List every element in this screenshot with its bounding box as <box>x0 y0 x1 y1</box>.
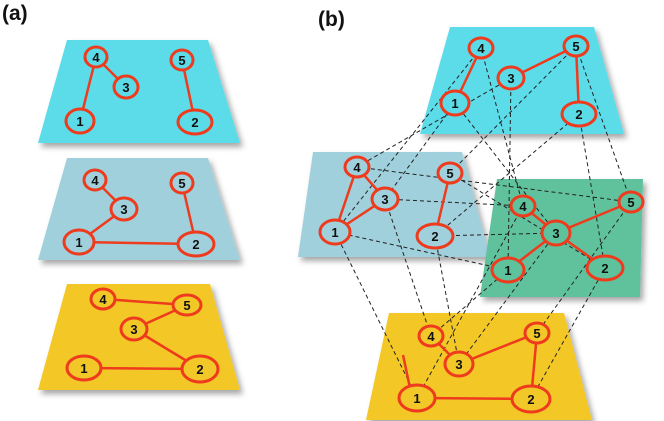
a-layer-3-node-4 <box>89 287 117 311</box>
panel-a-label: (a) <box>2 2 28 25</box>
b-interlayer-link <box>480 47 524 207</box>
b-interlayer-link <box>449 45 577 174</box>
b-layer-2-node-3 <box>370 186 400 212</box>
b-interlayer-link <box>578 113 606 269</box>
b-layer-1-node-label: 1 <box>451 96 458 111</box>
b-layer-1-node-1 <box>439 89 471 117</box>
b-interlayer-link <box>434 235 460 365</box>
b-layer-4-node-2 <box>510 384 552 414</box>
b-layer-2-node-4 <box>343 155 371 179</box>
b-layer-2-node-5 <box>436 161 464 185</box>
a-layer-2-node-4 <box>82 168 108 192</box>
a-layer-3-node-1 <box>65 354 103 382</box>
b-layer-1-node-3 <box>496 65 526 91</box>
b-layer-4-node-label: 3 <box>455 357 462 372</box>
a-layer-1-node-label: 2 <box>191 115 198 130</box>
a-layer-1-node-4 <box>83 45 109 69</box>
a-layer-2-node-2 <box>176 230 216 258</box>
a-layer-1-node-label: 5 <box>178 53 185 68</box>
b-interlayer-link <box>434 232 557 237</box>
panel-b-label: (b) <box>318 8 345 31</box>
b-layer-2-node-label: 3 <box>381 192 388 207</box>
b-layer-1-node-4 <box>467 36 495 60</box>
b-interlayer-link <box>449 172 606 269</box>
nodes-group: 1 2 3 4 5 1 2 3 4 5 1 2 3 4 5 1 2 3 4 5 1 2 3 4 5 1 2 3 4 5 1 2 3 4 5 <box>62 34 645 414</box>
b-layer-3-node-label: 3 <box>552 226 559 241</box>
b-interlayer-link <box>334 231 418 399</box>
b-layer-4-node-3 <box>443 350 475 378</box>
b-interlayer-link <box>384 102 456 200</box>
b-layer-1-node-label: 3 <box>507 71 514 86</box>
b-layer-4-node-label: 5 <box>533 326 540 341</box>
a-layer-3-node-label: 5 <box>183 298 190 313</box>
a-layer-2-node-1 <box>62 228 96 256</box>
a-layer-3-node-3 <box>119 316 149 342</box>
b-layer-3-node-4 <box>509 194 537 218</box>
a-layer-2-node-label: 2 <box>192 237 199 252</box>
a-layer-3-node-label: 1 <box>80 361 87 376</box>
b-layer-3-node-1 <box>490 256 526 284</box>
b-layer-2-node-label: 4 <box>353 160 361 175</box>
a-layer-1-node-3 <box>112 74 140 100</box>
a-layer-2-node-3 <box>109 196 139 222</box>
b-layer-4-node-1 <box>397 383 437 413</box>
a-layer-1-node-label: 3 <box>122 80 129 95</box>
a-layer-3-node-label: 4 <box>99 292 107 307</box>
b-interlayer-link <box>384 198 524 207</box>
b-layer-1-node-label: 5 <box>572 39 579 54</box>
b-layer-3-node-label: 4 <box>519 199 527 214</box>
a-layer-2-node-label: 4 <box>91 173 99 188</box>
a-layer-1-node-label: 1 <box>76 114 83 129</box>
b-layer-1-node-5 <box>562 34 590 58</box>
a-layer-2-edge-1-2 <box>78 240 197 246</box>
a-layer-3-node-5 <box>171 293 203 317</box>
b-layer-1-node-label: 2 <box>575 107 582 122</box>
b-layer-4-node-label: 4 <box>427 329 435 344</box>
b-interlayer-link <box>356 77 512 168</box>
b-interlayer-link <box>536 201 632 334</box>
b-layer-3-node-label: 2 <box>601 261 608 276</box>
a-layer-3-node-label: 3 <box>130 322 137 337</box>
b-layer-2-node-1 <box>318 218 352 246</box>
b-layer-3-node-5 <box>617 190 645 214</box>
a-layer-2-node-label: 5 <box>178 176 185 191</box>
b-layer-2-node-label: 2 <box>431 229 438 244</box>
a-layer-2-node-5 <box>169 171 195 195</box>
b-layer-2-node-label: 1 <box>331 225 338 240</box>
a-layer-1-node-5 <box>169 48 195 72</box>
b-layer-4-node-label: 1 <box>413 391 420 406</box>
b-layer-1-node-2 <box>560 100 598 128</box>
b-layer-3-node-label: 5 <box>627 195 634 210</box>
a-layer-3-node-2 <box>180 354 220 384</box>
b-layer-4-stub-edge <box>401 354 412 389</box>
b-interlayer-link <box>416 205 524 399</box>
b-layer-4-node-5 <box>523 321 551 345</box>
a-layer-2-node-label: 1 <box>75 235 82 250</box>
b-interlayer-link <box>334 231 509 271</box>
b-layer-3-node-label: 1 <box>504 263 511 278</box>
a-layer-1-node-1 <box>64 107 96 135</box>
b-interlayer-link <box>434 113 580 237</box>
b-interlayer-link <box>384 198 432 337</box>
a-layer-2-node-label: 3 <box>120 202 127 217</box>
b-interlayer-link <box>458 232 557 365</box>
a-layer-3-node-label: 2 <box>196 362 203 377</box>
interlayer-links-group <box>334 45 632 400</box>
b-interlayer-link <box>430 269 509 337</box>
b-layer-2-node-2 <box>415 222 455 250</box>
a-layer-1-node-label: 4 <box>92 50 100 65</box>
b-layer-3-node-3 <box>540 219 572 247</box>
b-layer-4-node-4 <box>417 324 445 348</box>
a-layer-1-node-2 <box>176 108 214 136</box>
b-layer-4-node-label: 2 <box>527 392 534 407</box>
b-layer-2-node-label: 5 <box>446 166 453 181</box>
b-layer-1-node-label: 4 <box>477 41 485 56</box>
b-layer-3-node-2 <box>585 254 625 282</box>
